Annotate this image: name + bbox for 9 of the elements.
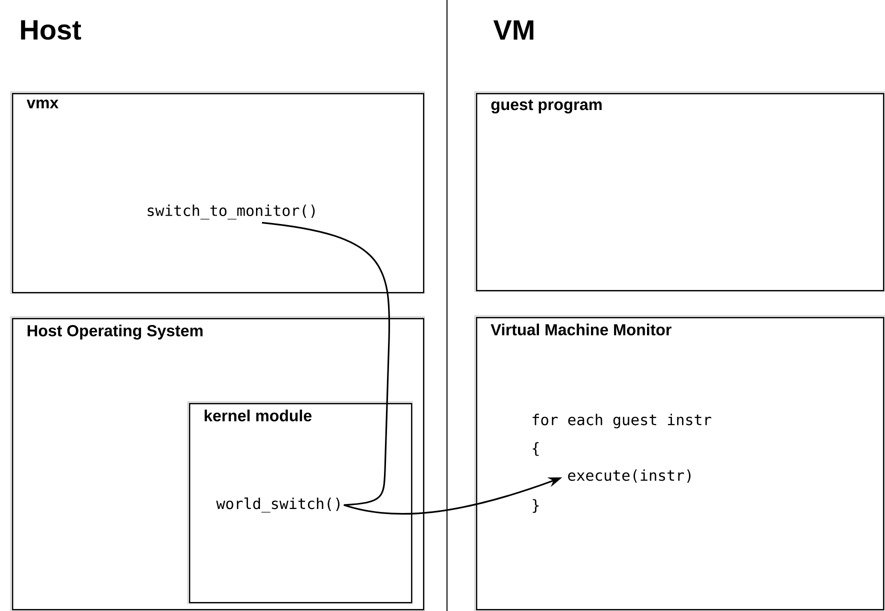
code-text: execute(instr)	[568, 469, 690, 483]
process-box: guest program	[474, 91, 885, 292]
code-text: }	[532, 499, 539, 513]
code-text: switch_to_monitor()	[148, 204, 315, 220]
heading: Host	[21, 20, 82, 40]
code-text: {	[532, 442, 539, 456]
heading: VM	[493, 20, 534, 40]
code-text: world_switch()	[216, 498, 340, 512]
code-text: for each guest instr	[532, 414, 712, 428]
